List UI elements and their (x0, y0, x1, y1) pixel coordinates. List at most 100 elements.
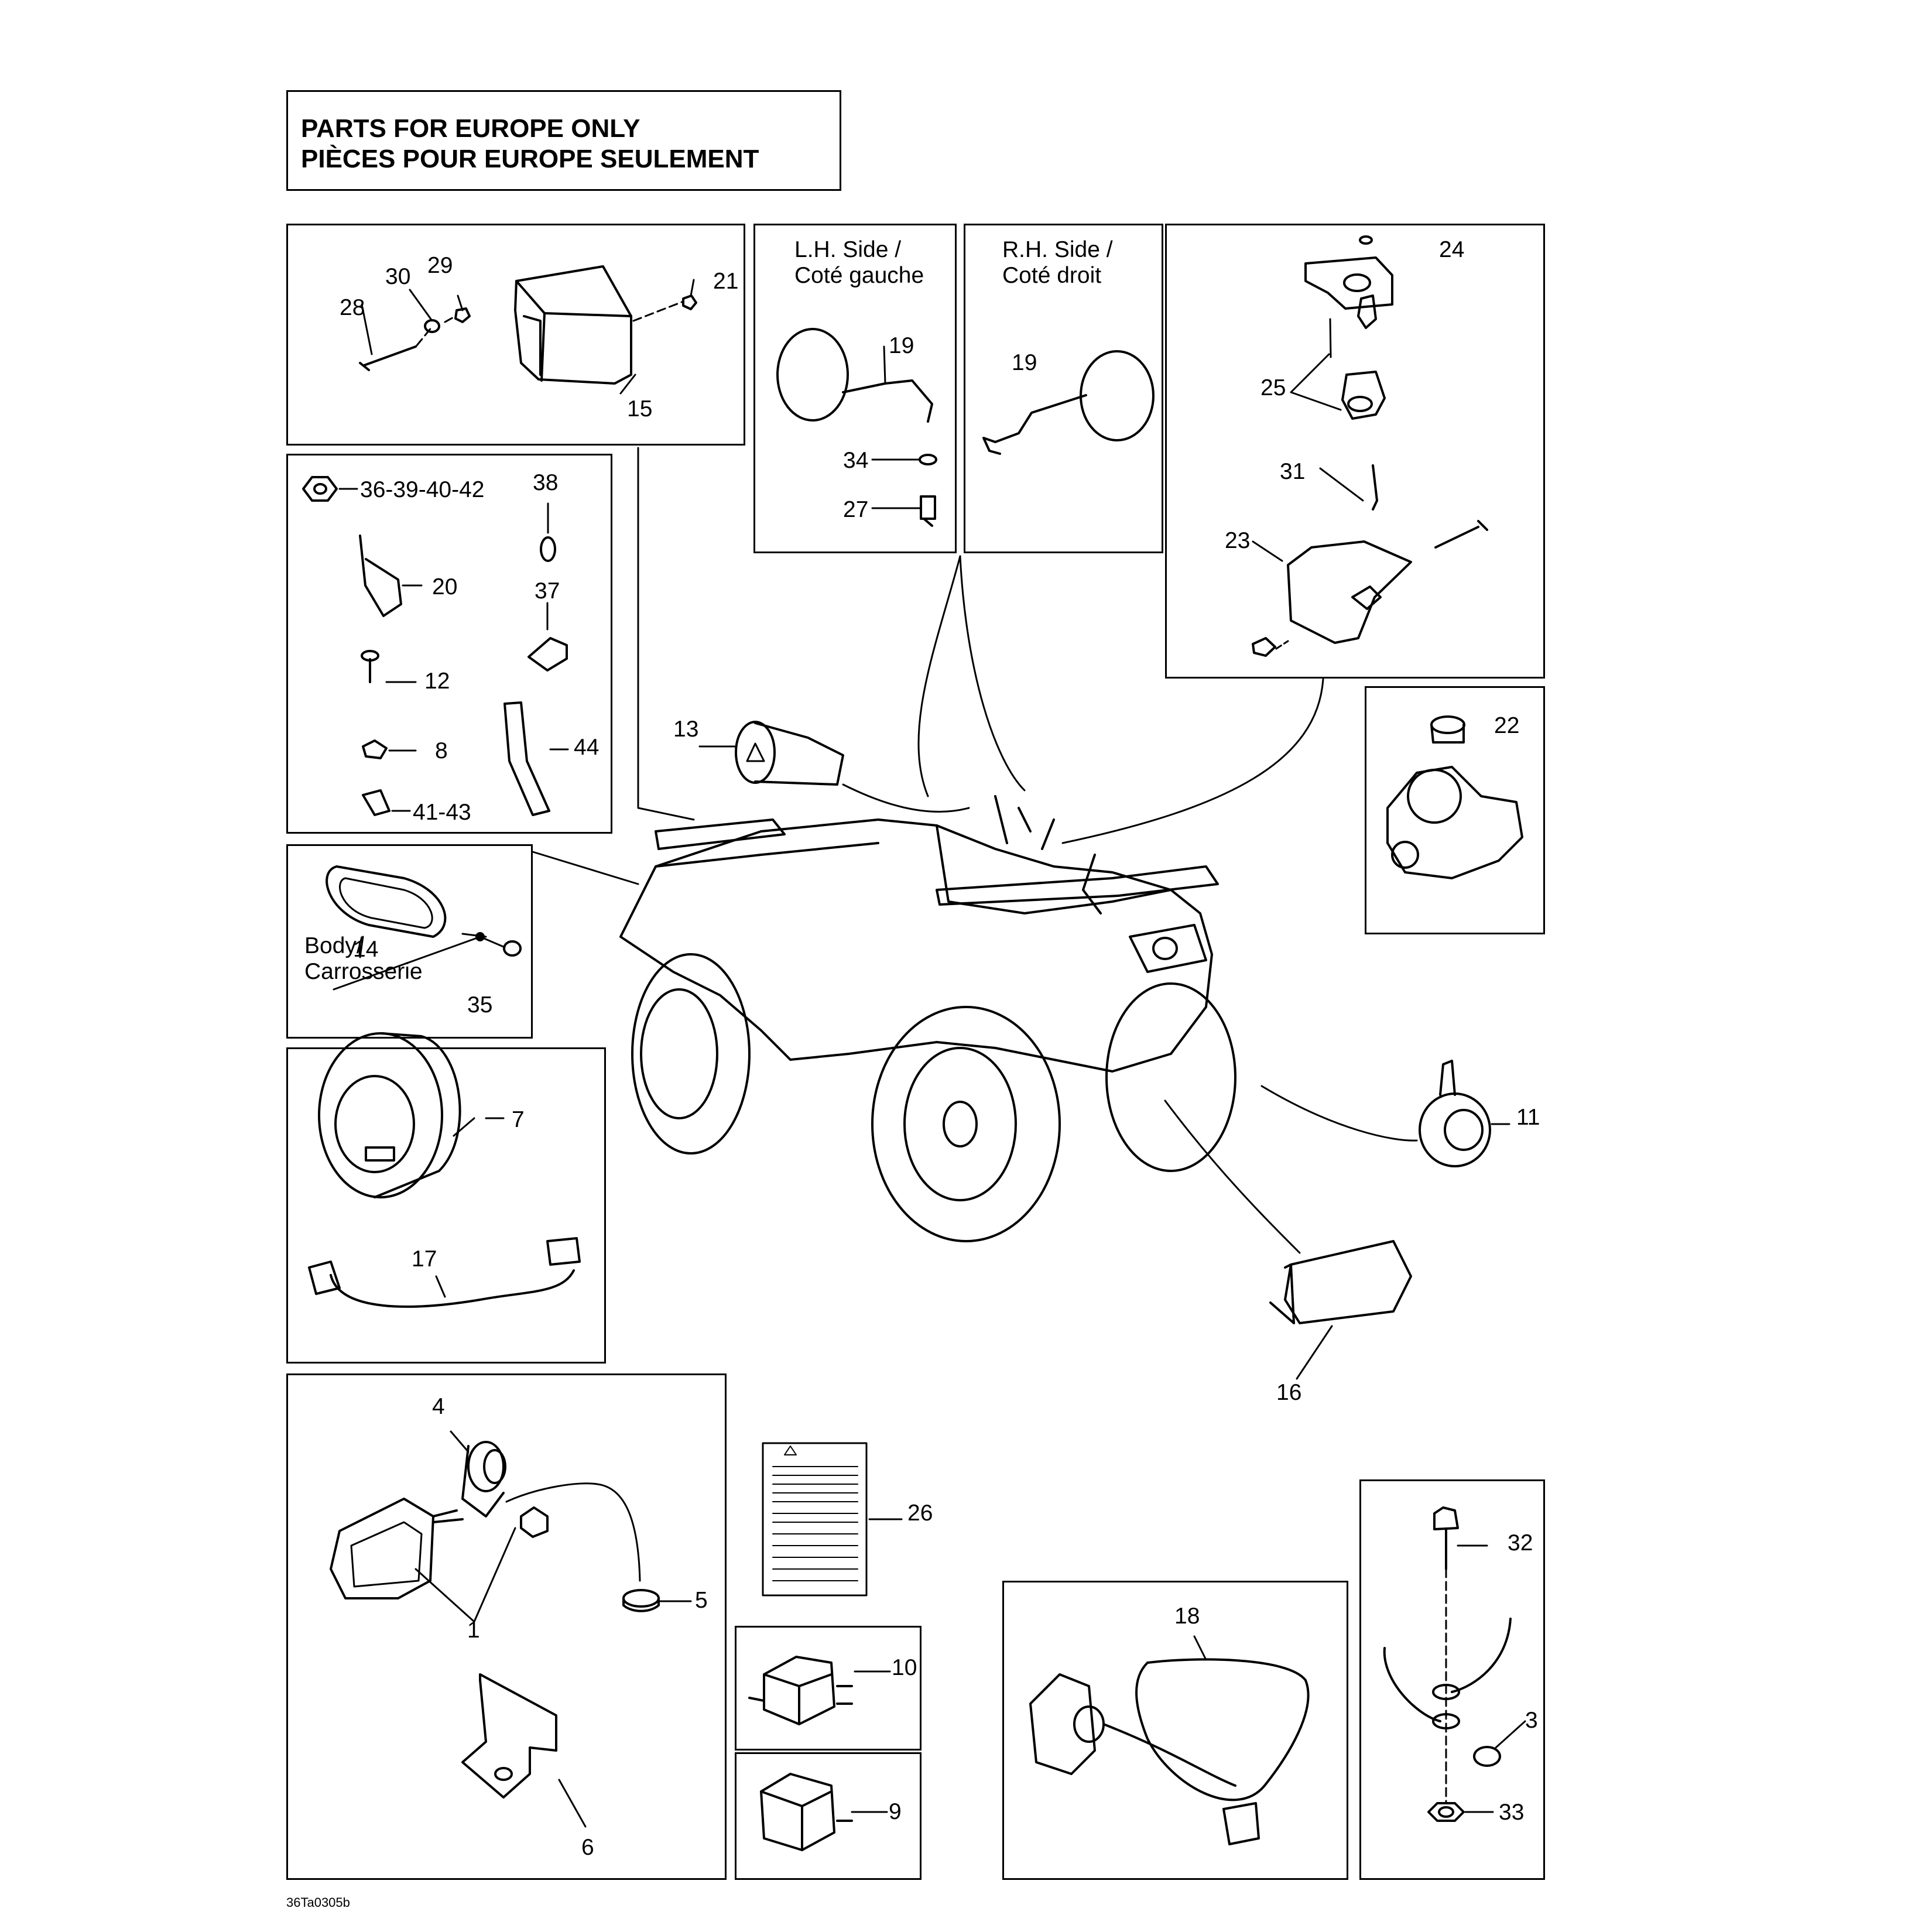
callout-30: 30 (385, 264, 411, 289)
nut-23 (1252, 637, 1276, 657)
callout-6: 6 (581, 1835, 594, 1860)
washer-34 (919, 454, 937, 465)
title-english: PARTS FOR EUROPE ONLY (301, 114, 640, 143)
plate-37 (527, 637, 568, 672)
washer-5 (622, 1589, 660, 1612)
panel-lh-mirror (753, 224, 957, 553)
nut-35 (503, 940, 522, 957)
callout-26: 26 (907, 1501, 933, 1526)
lh-side-label: L.H. Side / Coté gauche (794, 237, 924, 288)
bracket-24 (1304, 235, 1393, 310)
panel-switch-harness (1002, 1581, 1348, 1880)
lh-side-text-fr: Coté gauche (794, 262, 924, 288)
bolt-32 (1433, 1506, 1459, 1570)
title-french: PIÈCES POUR EUROPE SEULEMENT (301, 145, 759, 173)
connector-41 (362, 789, 390, 816)
ground-wire (1383, 1618, 1512, 1729)
callout-17: 17 (412, 1246, 437, 1272)
callout-16: 16 (1276, 1380, 1302, 1405)
callout-20: 20 (432, 574, 458, 600)
body-text: Body/ (304, 933, 363, 958)
screw-12 (361, 650, 379, 683)
title-box: PARTS FOR EUROPE ONLY PIÈCES POUR EUROPE… (286, 90, 841, 191)
bolt-28 (359, 345, 417, 371)
callout-38: 38 (533, 470, 559, 495)
callout-15: 15 (627, 396, 653, 422)
rh-side-text: R.H. Side / (1002, 237, 1113, 262)
callout-4: 4 (432, 1394, 445, 1419)
callout-41-43: 41-43 (413, 800, 471, 825)
panel-flasher (735, 1752, 922, 1880)
nut-29 (454, 307, 471, 323)
callout-7: 7 (512, 1107, 525, 1132)
callout-31: 31 (1280, 459, 1306, 484)
rh-side-text-fr: Coté droit (1002, 262, 1102, 288)
callout-44: 44 (574, 735, 600, 760)
panel-relay (735, 1626, 922, 1751)
panel-rh-mirror (964, 224, 1163, 553)
callout-23: 23 (1225, 528, 1251, 553)
panel-ground (1359, 1479, 1545, 1880)
lh-side-text: L.H. Side / (794, 237, 902, 262)
o-ring-38 (540, 536, 556, 562)
cover-23 (1287, 540, 1412, 644)
callout-1: 1 (467, 1618, 480, 1643)
hose-44 (503, 701, 550, 816)
cable-tie-20 (359, 535, 402, 617)
callout-22: 22 (1494, 713, 1520, 738)
grommet-4 (461, 1441, 506, 1517)
callout-19-lh: 19 (889, 333, 914, 358)
bracket-6 (461, 1673, 557, 1799)
callout-11: 11 (1516, 1105, 1540, 1130)
nut-1 (520, 1506, 549, 1538)
turn-signal-1 (330, 1498, 464, 1599)
hazard-switch-13 (735, 721, 844, 786)
body-text-fr: Carrosserie (304, 958, 423, 984)
lock-washer-3 (1473, 1746, 1501, 1767)
callout-21: 21 (713, 269, 739, 294)
callout-18: 18 (1174, 1604, 1200, 1629)
reflector-14 (326, 865, 447, 938)
harness-17 (308, 1237, 581, 1308)
washer-30 (424, 319, 440, 333)
callout-3: 3 (1525, 1708, 1538, 1733)
headlight-16 (1269, 1240, 1412, 1324)
relay-10 (748, 1656, 853, 1725)
nut-21 (682, 294, 697, 310)
nut-33 (1427, 1802, 1465, 1822)
callout-8: 8 (435, 738, 448, 763)
callout-19-rh: 19 (1012, 350, 1037, 375)
panel-ignition (1165, 224, 1545, 679)
mirror-lh (776, 328, 933, 423)
tail-light-housing (514, 265, 632, 385)
key-25 (1357, 294, 1377, 329)
nut-36 (302, 476, 338, 502)
callout-5: 5 (695, 1588, 708, 1613)
callout-13: 13 (673, 717, 699, 742)
callout-33: 33 (1499, 1800, 1525, 1825)
cap-22 (1430, 715, 1465, 744)
callout-35: 35 (467, 992, 493, 1018)
screw-23 (1434, 520, 1488, 549)
clip-8 (362, 739, 388, 759)
adapter-27 (920, 495, 936, 527)
mirror-rh (982, 350, 1155, 455)
carburetor (1386, 766, 1523, 879)
callout-37: 37 (535, 578, 560, 604)
callout-27: 27 (843, 497, 869, 522)
callout-36-39-40-42: 36-39-40-42 (360, 477, 485, 502)
speedometer-7 (318, 1032, 461, 1198)
callout-24: 24 (1439, 237, 1465, 262)
horn-11 (1419, 1060, 1491, 1167)
callout-9: 9 (889, 1799, 902, 1824)
panel-carburetor (1365, 686, 1545, 934)
callout-28: 28 (340, 295, 365, 320)
callout-32: 32 (1508, 1530, 1533, 1556)
handlebar-switch-18 (1029, 1658, 1310, 1845)
callout-25: 25 (1260, 375, 1286, 400)
panel-taillight (286, 224, 745, 446)
panel-hardware (286, 454, 612, 834)
flasher-9 (760, 1773, 853, 1851)
callout-34: 34 (843, 448, 869, 473)
